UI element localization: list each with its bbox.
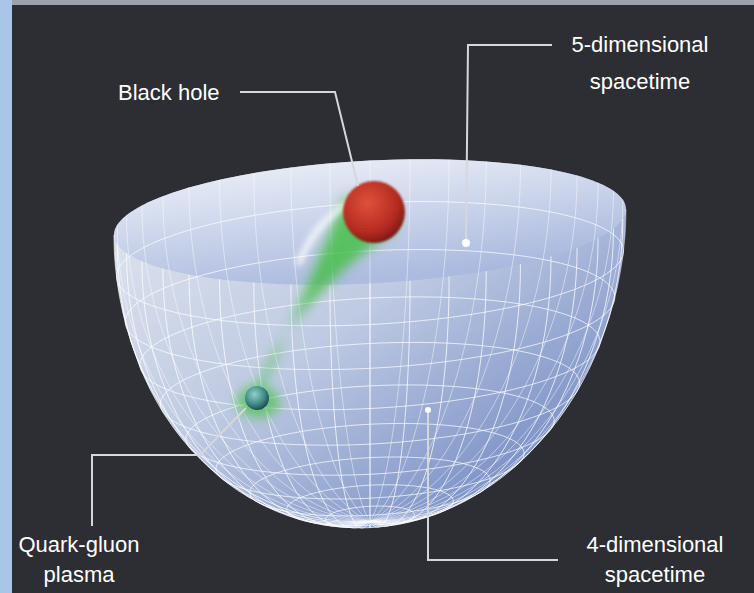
label-box: Quark-gluon plasma xyxy=(14,530,144,590)
bowl xyxy=(114,159,626,528)
plasma-sphere xyxy=(245,386,269,410)
leader-dot xyxy=(462,239,470,247)
leader-lines xyxy=(92,45,558,560)
grid-line xyxy=(370,248,577,523)
label-text: 5-dimensional spacetime xyxy=(555,26,725,100)
leader-line xyxy=(466,45,552,240)
bowl-surface xyxy=(114,159,626,528)
label-box: 5-dimensional spacetime xyxy=(555,26,725,100)
leader-dot xyxy=(425,407,431,413)
grid-line xyxy=(370,191,613,522)
top-band xyxy=(0,0,754,5)
grid-line xyxy=(370,200,623,522)
grid-line xyxy=(370,183,598,522)
label-text: Black hole xyxy=(118,78,268,108)
black-hole-group xyxy=(236,181,405,418)
left-band xyxy=(0,0,12,593)
label-text: Quark-gluon plasma xyxy=(14,530,144,590)
label-box: Black hole xyxy=(118,78,268,108)
grid-line xyxy=(142,261,370,524)
black-hole-sphere xyxy=(343,181,405,243)
grid-lines xyxy=(114,159,626,528)
grid-line xyxy=(330,285,370,528)
leader-line xyxy=(240,92,358,186)
leader-line xyxy=(92,408,246,526)
grid-line xyxy=(370,264,520,524)
grid-line xyxy=(117,244,370,522)
grid-line xyxy=(163,268,370,525)
grid-line xyxy=(370,176,577,522)
label-box: 4-dimensional spacetime xyxy=(570,530,740,590)
leader-line xyxy=(428,412,558,560)
label-text: 4-dimensional spacetime xyxy=(570,530,740,590)
plasma-glow xyxy=(236,386,280,418)
